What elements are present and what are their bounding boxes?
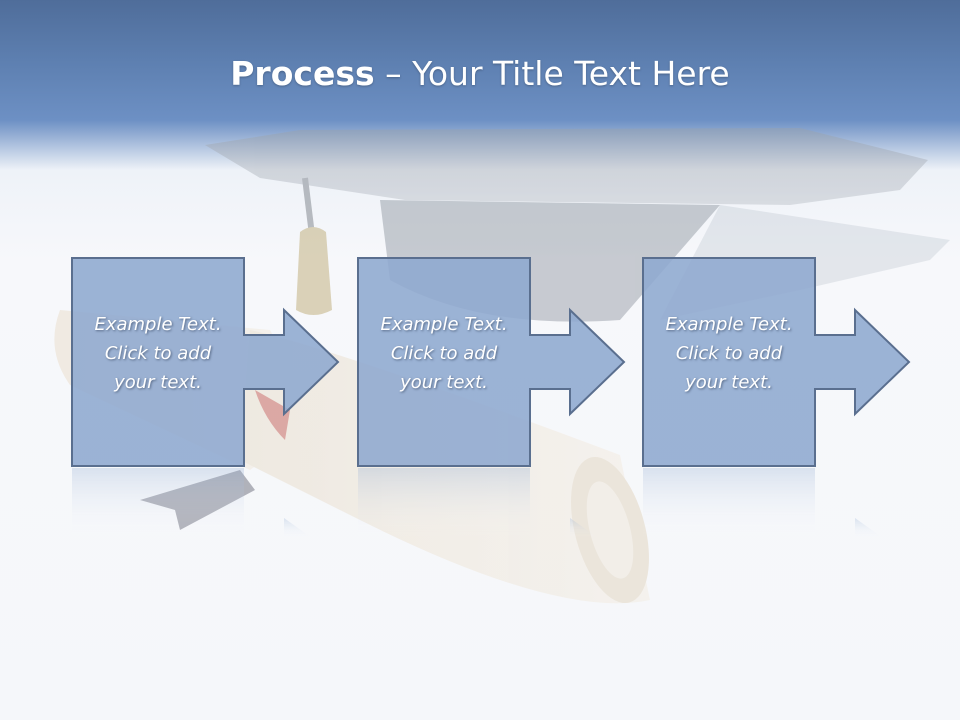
step-2-line-1: Example Text. bbox=[380, 314, 508, 335]
title-bold: Process bbox=[230, 54, 375, 93]
step-2-text[interactable]: Example Text. Click to add your text. bbox=[358, 310, 530, 397]
title-rest: – Your Title Text Here bbox=[374, 54, 730, 93]
step-3-line-2: Click to add bbox=[675, 343, 783, 364]
step-2-line-2: Click to add bbox=[390, 343, 498, 364]
step-1-line-2: Click to add bbox=[104, 343, 212, 364]
step-1-line-3: your text. bbox=[114, 372, 202, 393]
step-1-reflection bbox=[72, 468, 312, 538]
step-2-reflection bbox=[358, 468, 598, 538]
step-1-line-1: Example Text. bbox=[94, 314, 222, 335]
slide-title[interactable]: Process – Your Title Text Here bbox=[0, 52, 960, 96]
step-2-box-arrow-shape bbox=[357, 257, 626, 467]
step-3-text[interactable]: Example Text. Click to add your text. bbox=[643, 310, 815, 397]
step-3-line-3: your text. bbox=[685, 372, 773, 393]
step-1-text[interactable]: Example Text. Click to add your text. bbox=[72, 310, 244, 397]
step-3-box-arrow-shape bbox=[642, 257, 911, 467]
step-2-line-3: your text. bbox=[400, 372, 488, 393]
step-3-reflection bbox=[643, 468, 883, 538]
step-1-box-arrow-shape bbox=[71, 257, 340, 467]
step-3-line-1: Example Text. bbox=[665, 314, 793, 335]
